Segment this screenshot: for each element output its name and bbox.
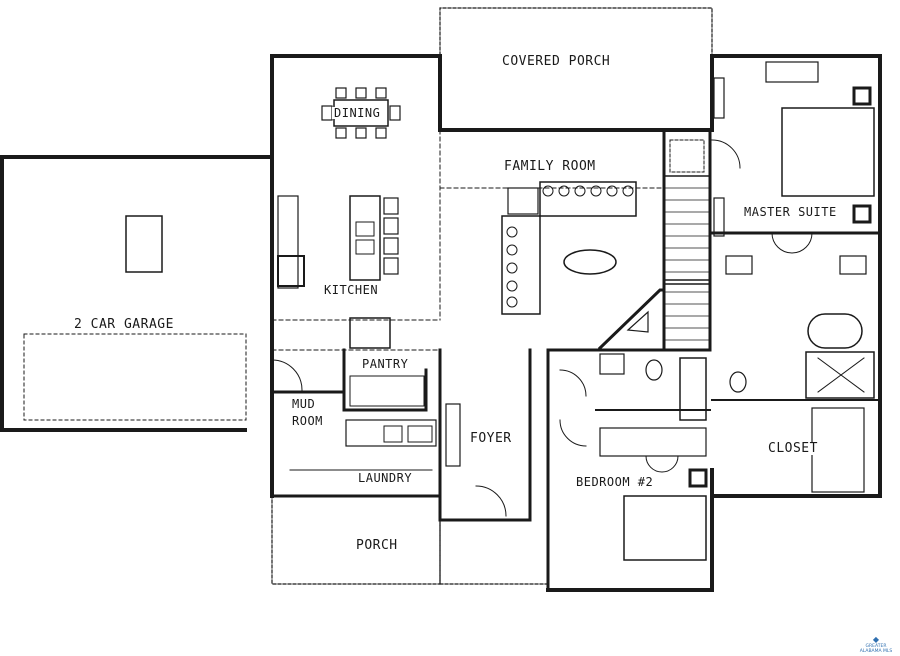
garage-label: 2 CAR GARAGE [72, 317, 176, 332]
covered-porch-outline [439, 7, 713, 131]
garage-storage [125, 215, 163, 273]
master-suite-label: MASTER SUITE [742, 205, 839, 219]
stairs [663, 175, 711, 281]
garage-door-outline [23, 333, 247, 421]
laundry-label: LAUNDRY [356, 471, 415, 485]
pantry-label: PANTRY [360, 357, 411, 371]
closet-label: CLOSET [766, 441, 820, 456]
mls-watermark-logo: ◆ GREATER ALABAMA MLS [858, 635, 894, 654]
mud-room-label-line1: MUD [290, 397, 318, 411]
porch-label: PORCH [354, 538, 400, 553]
kitchen-label: KITCHEN [322, 283, 381, 297]
map-pin-icon: ◆ [872, 635, 880, 644]
foyer-label: FOYER [468, 431, 514, 446]
master-suite-walls [710, 54, 882, 498]
dining-label: DINING [332, 106, 383, 120]
garage-walls [0, 155, 274, 432]
bedroom2-label: BEDROOM #2 [574, 475, 656, 489]
watermark-text: GREATER ALABAMA MLS [859, 643, 893, 654]
covered-porch-label: COVERED PORCH [500, 54, 613, 69]
family-room-label: FAMILY ROOM [502, 159, 598, 174]
mud-room-label-line2: ROOM [290, 414, 325, 428]
